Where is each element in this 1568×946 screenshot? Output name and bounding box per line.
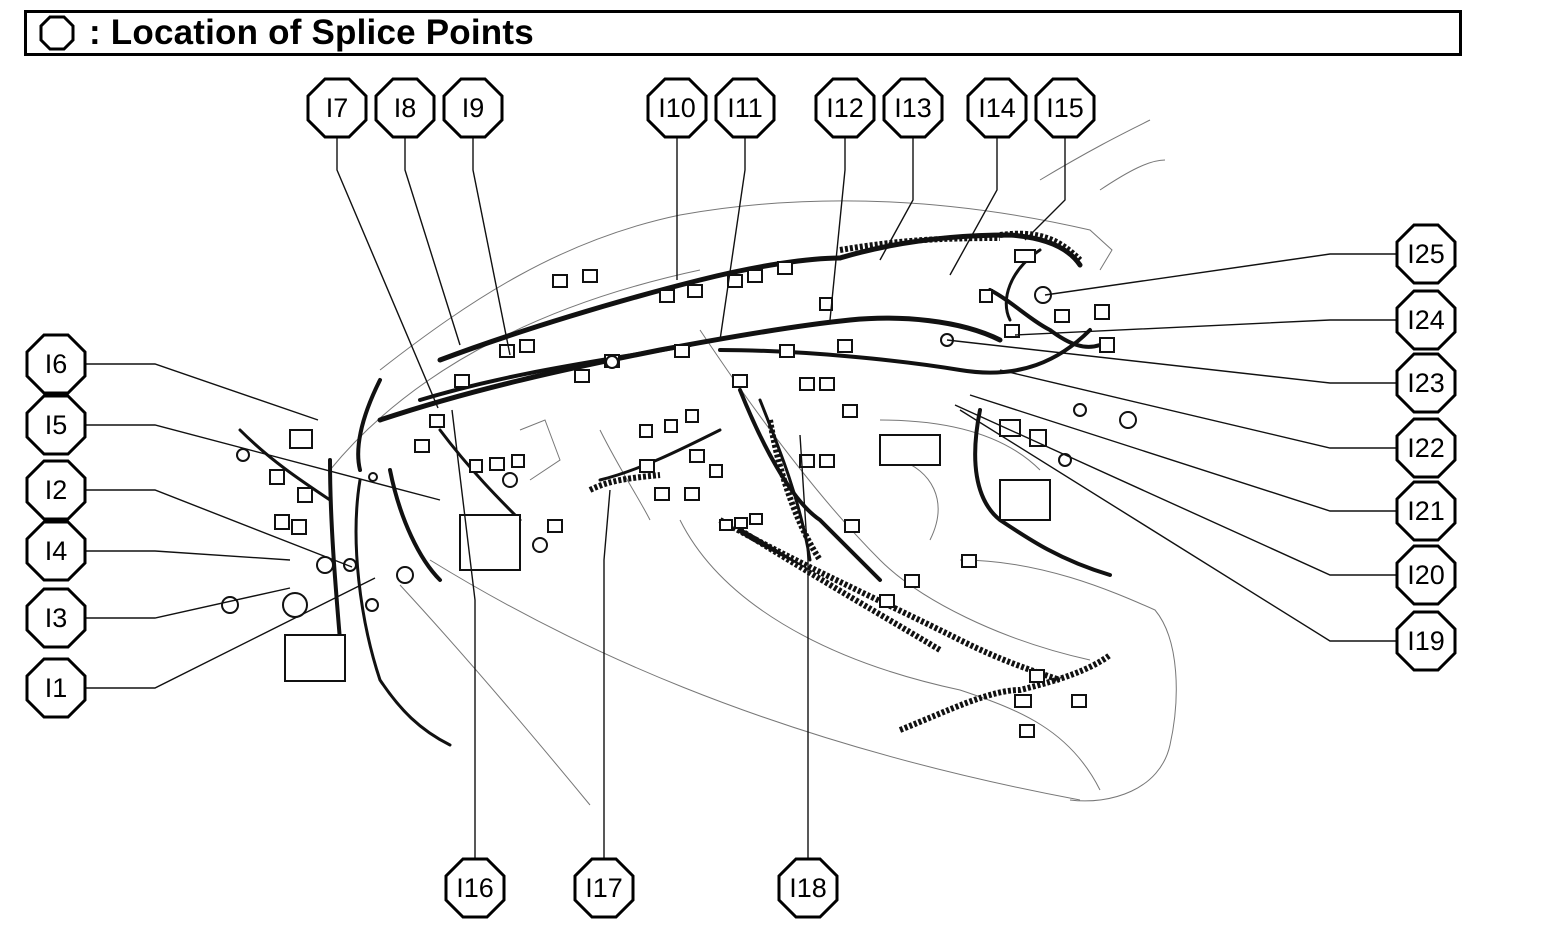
splice-label-i23: I23: [1395, 352, 1457, 414]
splice-label-i5: I5: [25, 394, 87, 456]
dashboard-outline: [329, 119, 1177, 806]
splice-point-id: I2: [45, 475, 68, 505]
page-title: : Location of Splice Points: [89, 13, 534, 52]
octagon-outline-icon: [1395, 223, 1457, 285]
splice-label-i6: I6: [25, 333, 87, 395]
splice-label-i1: I1: [25, 657, 87, 719]
splice-label-i21: I21: [1395, 480, 1457, 542]
octagon-outline-icon: [1395, 289, 1457, 351]
wire-harness-corrugated: [588, 230, 1112, 733]
splice-label-i9: I9: [442, 77, 504, 139]
splice-point-id: I13: [894, 93, 932, 123]
splice-label-i15: I15: [1034, 77, 1096, 139]
splice-label-i8: I8: [374, 77, 436, 139]
splice-label-i10: I10: [646, 77, 708, 139]
splice-label-i20: I20: [1395, 544, 1457, 606]
header-bar: : Location of Splice Points: [24, 10, 1462, 56]
octagon-outline-icon: [444, 857, 506, 919]
splice-label-i25: I25: [1395, 223, 1457, 285]
splice-point-id: I18: [789, 873, 827, 903]
octagon-outline-icon: [374, 77, 436, 139]
octagon-outline-icon: [1034, 77, 1096, 139]
splice-point-id: I25: [1407, 239, 1445, 269]
splice-point-id: I23: [1407, 368, 1445, 398]
splice-point-id: I11: [727, 93, 763, 123]
splice-label-i17: I17: [573, 857, 635, 919]
octagon-outline-icon: [1395, 417, 1457, 479]
splice-point-id: I8: [394, 93, 417, 123]
splice-point-id: I15: [1046, 93, 1084, 123]
splice-label-i2: I2: [25, 459, 87, 521]
wire-harness-main: [238, 232, 1112, 747]
splice-label-i11: I11: [714, 77, 776, 139]
round-grommets: [221, 286, 1137, 618]
splice-point-id: I17: [585, 873, 623, 903]
octagon-outline-icon: [25, 459, 87, 521]
leader-lines: [84, 133, 1400, 865]
octagon-outline-icon: [573, 857, 635, 919]
octagon-outline-icon: [1395, 480, 1457, 542]
octagon-outline-icon: [25, 333, 87, 395]
splice-point-id: I20: [1407, 560, 1445, 590]
splice-label-i13: I13: [882, 77, 944, 139]
splice-label-i4: I4: [25, 520, 87, 582]
splice-point-id: I16: [456, 873, 494, 903]
splice-point-id: I21: [1407, 496, 1445, 526]
octagon-outline-icon: [306, 77, 368, 139]
splice-label-i18: I18: [777, 857, 839, 919]
splice-label-i24: I24: [1395, 289, 1457, 351]
splice-point-id: I12: [826, 93, 864, 123]
octagon-outline-icon: [25, 394, 87, 456]
octagon-outline-icon: [25, 657, 87, 719]
octagon-outline-icon: [882, 77, 944, 139]
octagon-outline-icon: [714, 77, 776, 139]
octagon-outline-icon: [814, 77, 876, 139]
octagon-outline-icon: [1395, 352, 1457, 414]
splice-point-id: I10: [658, 93, 696, 123]
octagon-outline-icon: [25, 520, 87, 582]
splice-label-i12: I12: [814, 77, 876, 139]
splice-label-i7: I7: [306, 77, 368, 139]
octagon-outline-icon: [1395, 610, 1457, 672]
splice-label-i3: I3: [25, 587, 87, 649]
splice-label-i14: I14: [966, 77, 1028, 139]
splice-point-id: I6: [45, 349, 68, 379]
splice-label-i19: I19: [1395, 610, 1457, 672]
splice-point-id: I22: [1407, 433, 1445, 463]
splice-point-id: I5: [45, 410, 68, 440]
splice-point-id: I24: [1407, 305, 1445, 335]
octagon-outline-icon: [777, 857, 839, 919]
splice-point-id: I19: [1407, 626, 1445, 656]
splice-point-id: I7: [326, 93, 349, 123]
splice-label-i22: I22: [1395, 417, 1457, 479]
splice-point-id: I4: [45, 536, 68, 566]
octagon-outline-icon: [966, 77, 1028, 139]
harness-connectors: [269, 249, 1115, 738]
splice-label-i16: I16: [444, 857, 506, 919]
octagon-outline-icon: [39, 15, 75, 51]
octagon-outline-icon: [646, 77, 708, 139]
octagon-outline-icon: [442, 77, 504, 139]
octagon-outline-icon: [1395, 544, 1457, 606]
octagon-outline-icon: [25, 587, 87, 649]
splice-point-id: I1: [45, 673, 68, 703]
splice-point-id: I14: [978, 93, 1016, 123]
splice-point-id: I9: [462, 93, 485, 123]
splice-point-id: I3: [45, 603, 68, 633]
